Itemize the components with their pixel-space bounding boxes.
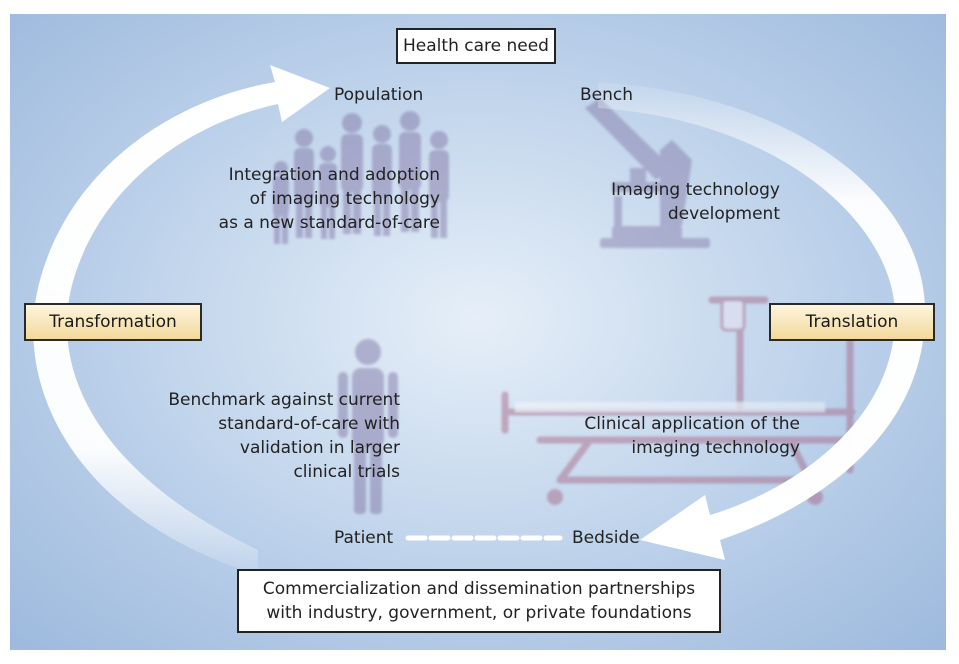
clinical-note-line: imaging technology <box>631 438 800 458</box>
cycle-arrows <box>33 65 926 575</box>
population-silhouettes <box>273 111 449 244</box>
microscope-silhouette <box>585 98 710 248</box>
development-note: Imaging technology development <box>570 178 780 226</box>
clinical-note-line: Clinical application of the <box>584 414 800 434</box>
left-arc-arrow <box>33 65 331 575</box>
population-label: Population <box>334 85 424 105</box>
partnerships-box: Commercialization and dissemination part… <box>237 569 721 633</box>
clinical-note: Clinical application of the imaging tech… <box>540 412 800 460</box>
integration-note: Integration and adoption of imaging tech… <box>130 163 440 235</box>
transformation-label: Transformation <box>49 312 177 332</box>
integration-note-line: of imaging technology <box>249 189 440 209</box>
patient-silhouette <box>338 339 398 514</box>
benchmark-note-line: validation in larger <box>239 438 400 458</box>
integration-note-line: as a new standard-of-care <box>218 213 440 233</box>
bedside-label: Bedside <box>572 528 640 548</box>
translation-label: Translation <box>805 312 899 332</box>
partnerships-line-2: with industry, government, or private fo… <box>266 603 692 623</box>
benchmark-note: Benchmark against current standard-of-ca… <box>120 388 400 484</box>
transformation-stage-box: Transformation <box>24 303 202 341</box>
health-care-need-box: Health care need <box>396 28 556 64</box>
integration-note-line: Integration and adoption <box>228 165 440 185</box>
right-arc-arrow <box>598 82 926 560</box>
development-note-line: Imaging technology <box>611 180 780 200</box>
benchmark-note-line: Benchmark against current <box>168 390 400 410</box>
patient-label: Patient <box>334 528 394 548</box>
partnerships-line-1: Commercialization and dissemination part… <box>262 579 696 599</box>
development-note-line: development <box>667 204 780 224</box>
benchmark-note-line: standard-of-care with <box>218 414 400 434</box>
benchmark-note-line: clinical trials <box>293 462 400 482</box>
bench-label: Bench <box>580 85 634 105</box>
health-care-need-label: Health care need <box>403 36 549 56</box>
translation-stage-box: Translation <box>769 303 935 341</box>
